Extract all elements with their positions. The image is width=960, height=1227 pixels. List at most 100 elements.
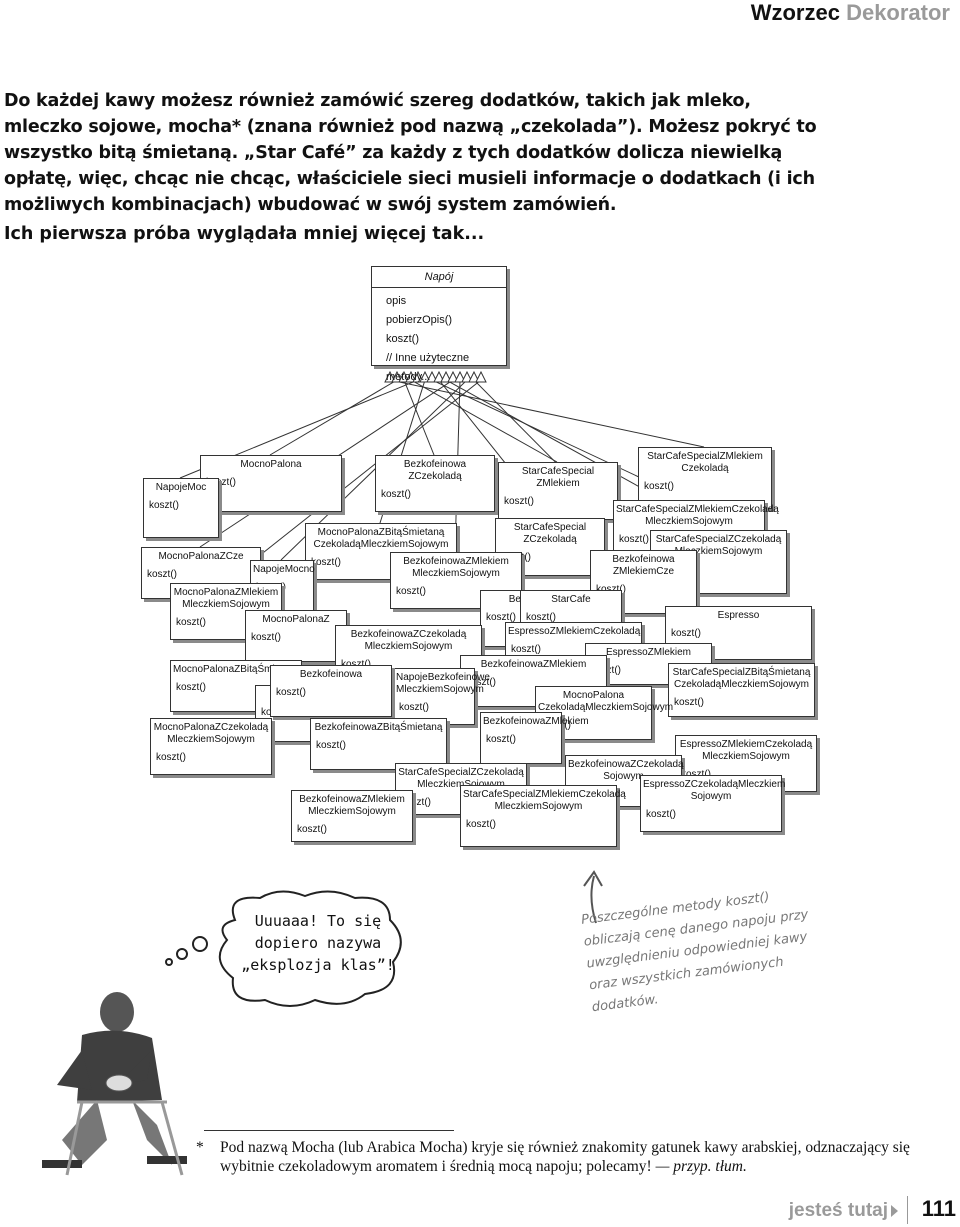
- inheritance-arrowhead: [454, 370, 466, 383]
- footnote-rule: [204, 1130, 454, 1131]
- subclass-method: koszt(): [276, 687, 306, 698]
- subclass-box: NapojeMoc koszt(): [143, 478, 219, 538]
- subclass-name: StarCafeSpecialZMlekiemCzekoladą Mleczki…: [463, 789, 626, 812]
- subclass-name: MocnoPalona CzekoladąMleczkiemSojowym: [538, 690, 674, 713]
- subclass-method: koszt(): [156, 752, 186, 763]
- subclass-method: koszt(): [466, 677, 496, 688]
- header-pattern-word: Wzorzec: [750, 0, 840, 25]
- page-header: Wzorzec Dekorator: [751, 0, 950, 26]
- subclass-box: StarCafeSpecialZMlekiemCzekoladą Mleczki…: [460, 785, 626, 847]
- thought-text: Uuuaaa! To się dopiero nazywa „eksplozja…: [241, 912, 395, 974]
- subclass-name: MocnoPalonaZBitąŚmietaną CzekoladąMleczk…: [313, 527, 449, 550]
- subclass-box: StarCafeSpecialZBitąŚmietaną CzekoladąMl…: [668, 663, 815, 717]
- subclass-name: Bezkofeinowa: [299, 669, 363, 680]
- subclass-name: Bezkofeinowa ZMlekiemCze: [612, 554, 675, 577]
- inheritance-arrowhead: [461, 370, 473, 383]
- subclass-name: MocnoPalonaZCze: [158, 551, 244, 562]
- thought-dots: [165, 936, 208, 966]
- subclass-method: koszt(): [316, 740, 346, 751]
- subclass-method: koszt(): [646, 809, 676, 820]
- inheritance-arrowhead: [412, 370, 424, 383]
- annotation-arrow: [583, 870, 603, 924]
- subclass-name: BezkofeinowaZMlekiem MleczkiemSojowym: [403, 556, 509, 579]
- subclass-name: NapojeMoc: [155, 482, 207, 493]
- inheritance-line: [403, 379, 435, 456]
- footnote-marker: *: [196, 1139, 204, 1156]
- inheritance-line: [410, 379, 558, 463]
- subclass-name: MocnoPalonaZ: [262, 614, 330, 625]
- inheritance-line: [224, 379, 482, 584]
- subclass-name: EspressoZMlekiemCzekoladą: [508, 626, 641, 637]
- subclass-method: koszt(): [674, 697, 704, 708]
- subclass-method: koszt(): [381, 489, 411, 500]
- subclass-box: MocnoPalonaZ koszt(): [245, 610, 347, 662]
- base-method-2: koszt(): [386, 333, 419, 345]
- subclass-method: koszt(): [176, 617, 206, 628]
- subclass-method: koszt(): [147, 569, 177, 580]
- inheritance-arrowhead: [398, 370, 410, 383]
- subclass-name: EspressoZMlekiemCzekoladą MleczkiemSojow…: [679, 739, 813, 762]
- footnote-text: Pod nazwą Mocha (lub Arabica Mocha) kryj…: [220, 1139, 910, 1175]
- subclass-name: Bezkofeinowa ZCzekoladą: [403, 459, 467, 482]
- intro-paragraph: Do każdej kawy możesz również zamówić sz…: [4, 91, 817, 215]
- subclass-box: BezkofeinowaZMlekiem koszt(): [460, 655, 607, 707]
- subclass-method: koszt(): [149, 500, 179, 511]
- subclass-name: BezkofeinowaZCzekoladą Sojowym: [568, 759, 684, 782]
- subclass-method: koszt(): [466, 819, 496, 830]
- subclass-name: NapojeMocno: [253, 564, 315, 575]
- subclass-name: StarCafe: [551, 594, 591, 605]
- subclass-name: StarCafeSpecialZCzekoladą MleczkiemSojow…: [398, 767, 524, 790]
- man-on-chair-illustration: [42, 992, 187, 1176]
- subclass-name: Espresso: [717, 610, 760, 621]
- inheritance-arrowhead: [384, 370, 396, 383]
- subclass-name: StarCafeSpecial ZMlekiem: [521, 466, 595, 489]
- subclass-method: koszt(): [619, 534, 649, 545]
- subclass-name: BezkofeinowaZMlekiem: [483, 716, 589, 727]
- subclass-method: koszt(): [176, 682, 206, 693]
- annotation-note: Poszczególne metody koszt() obliczają ce…: [580, 889, 810, 1016]
- subclass-method: koszt(): [486, 734, 516, 745]
- subclass-name: MocnoPalona: [240, 459, 302, 470]
- subclass-method: koszt(): [676, 766, 816, 783]
- subclass-name: StarCafeSpecialZCzekoladą MleczkiemSojow…: [655, 534, 782, 557]
- subclass-name: BezkofeinowaZCzekoladą MleczkiemSojowym: [350, 629, 467, 652]
- base-method-3: // Inne użyteczne metody...: [386, 352, 470, 383]
- inheritance-arrowhead: [426, 370, 438, 383]
- subclass-method: koszt(): [644, 481, 674, 492]
- subclass-name: StarCafeSpecial ZCzekoladą: [513, 522, 587, 545]
- subclass-name: BezkofeinowaZMlekiem: [480, 659, 587, 670]
- subclass-box: Bezkofeinowa ZCzekoladą koszt(): [375, 455, 495, 512]
- footer-label: jesteś tutaj: [788, 1200, 888, 1221]
- subclass-method: koszt(): [396, 586, 426, 597]
- subclass-box: Bezkofeinowa koszt(): [270, 665, 392, 717]
- inheritance-line: [269, 379, 398, 456]
- subclass-box: EspressoZCzekoladąMleczkiem Sojowym koszt…: [640, 775, 786, 832]
- subclass-method: koszt(): [251, 632, 281, 643]
- intro-lead: Ich pierwsza próba wyglądała mniej więce…: [4, 224, 485, 244]
- subclass-method: koszt(): [336, 656, 481, 673]
- subclass-name: BezkofeinowaZMlekiem MleczkiemSojowym: [299, 794, 405, 817]
- subclass-box: BezkofeinowaZMlekiem koszt(): [480, 712, 589, 764]
- subclass-name: EspressoZCzekoladąMleczkiem Sojowym: [643, 779, 786, 802]
- inheritance-arrowhead: [391, 370, 403, 383]
- subclass-name: StarCafeSpecialZMlekiem Czekoladą: [647, 451, 763, 474]
- inheritance-arrowhead: [433, 370, 445, 383]
- inheritance-arrows: [179, 370, 718, 584]
- subclass-method: koszt(): [511, 644, 541, 655]
- inheritance-arrowhead: [419, 370, 431, 383]
- subclass-name: StarCafeSpecialZBitąŚmietaną CzekoladąMl…: [672, 667, 811, 690]
- subclass-method: koszt(): [504, 496, 534, 507]
- subclass-name: MocnoPalonaZMlekiem MleczkiemSojowym: [173, 587, 279, 610]
- subclass-method: koszt(): [526, 612, 556, 623]
- subclass-method: koszt(): [401, 797, 431, 808]
- subclass-name: EspressoZMlekiem: [605, 647, 692, 658]
- base-method-1: pobierzOpis(): [386, 314, 453, 326]
- inheritance-arrowhead: [405, 370, 417, 383]
- subclass-box: StarCafeSpecialZMlekiem Czekoladą koszt(): [638, 447, 772, 509]
- inheritance-line: [389, 379, 705, 448]
- subclass-name: NapojeBezkofeinowe MleczkiemSojowym: [396, 672, 490, 695]
